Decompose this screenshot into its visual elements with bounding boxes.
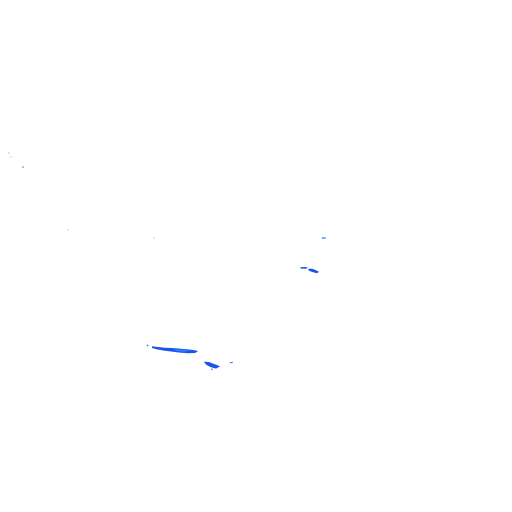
feature-south-body <box>204 361 220 369</box>
feature-south-dot <box>211 368 213 371</box>
feature-south-islet <box>229 361 233 364</box>
feature-main-highlight <box>174 349 190 352</box>
feature-east-part <box>308 268 319 274</box>
feature-east <box>300 266 319 274</box>
speck <box>153 237 155 239</box>
speck <box>67 229 69 231</box>
feature-south <box>204 361 233 371</box>
speck <box>22 166 24 168</box>
feature-main-dot <box>146 344 149 347</box>
speck <box>8 152 10 154</box>
faint-specks <box>8 152 155 239</box>
speck <box>10 156 12 158</box>
feature-small-northeast <box>321 237 326 239</box>
feature-east-part <box>300 266 308 269</box>
feature-main <box>146 344 198 354</box>
